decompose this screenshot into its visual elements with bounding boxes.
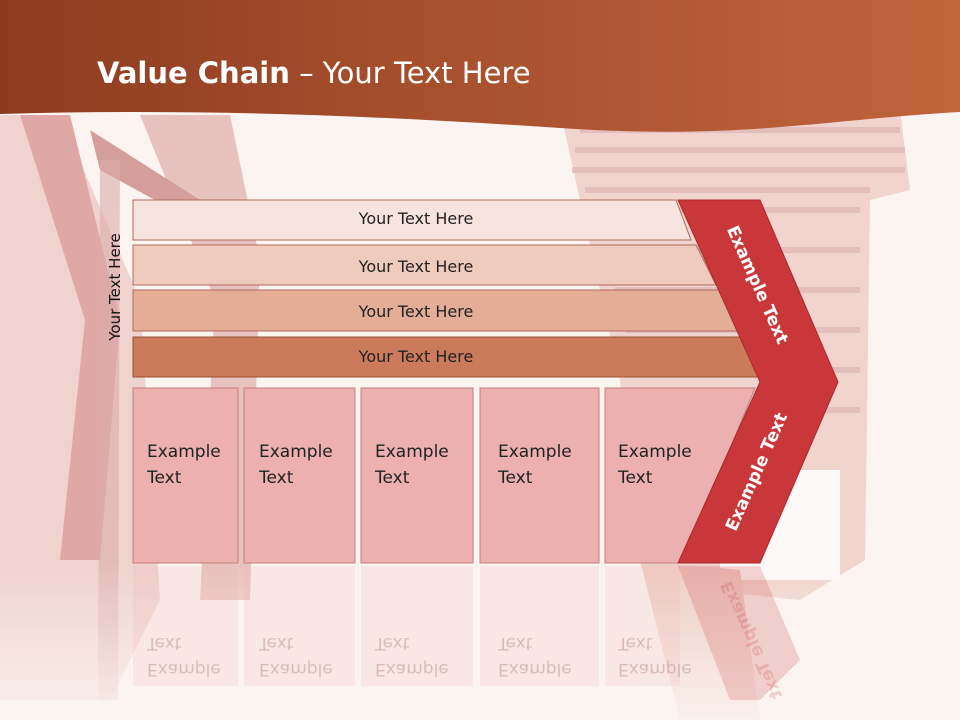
cell-label-5-line1: Example bbox=[618, 442, 692, 462]
margin-chevron[interactable] bbox=[677, 199, 839, 564]
row-label-3: Your Text Here bbox=[358, 302, 474, 321]
cell-label-2-line2: Text bbox=[259, 468, 294, 488]
cell-reflection-5: Example Text bbox=[618, 630, 713, 682]
cell-reflection-1-line2: Text bbox=[147, 633, 182, 653]
cell-shape-3[interactable] bbox=[360, 387, 474, 564]
cell-label-4-line1: Example bbox=[498, 442, 572, 462]
cell-reflection-2: Example Text bbox=[259, 630, 354, 682]
cell-reflection-4-line2: Text bbox=[498, 633, 533, 653]
row-label-1: Your Text Here bbox=[358, 209, 474, 228]
cell-shape-1[interactable] bbox=[132, 387, 239, 564]
cell-reflection-2-line2: Text bbox=[259, 633, 294, 653]
cell-label-1-line2: Text bbox=[147, 468, 182, 488]
row-label-4: Your Text Here bbox=[358, 347, 474, 366]
cell-shape-2[interactable] bbox=[243, 387, 356, 564]
cell-reflection-1: Example Text bbox=[147, 630, 242, 682]
cell-reflection-3: Example Text bbox=[375, 630, 470, 682]
cell-reflection-4-line1: Example bbox=[498, 659, 572, 679]
cell-reflection-5-line1: Example bbox=[618, 659, 692, 679]
cell-reflection-5-line2: Text bbox=[618, 633, 653, 653]
cell-label-2-line1: Example bbox=[259, 442, 333, 462]
cell-label-1-line1: Example bbox=[147, 442, 221, 462]
title-bold: Value Chain bbox=[97, 56, 290, 90]
cell-reflection-3-line2: Text bbox=[375, 633, 410, 653]
cell-reflection-1-line1: Example bbox=[147, 659, 221, 679]
cell-reflection-2-line1: Example bbox=[259, 659, 333, 679]
row-label-2: Your Text Here bbox=[358, 257, 474, 276]
cell-label-3-line1: Example bbox=[375, 442, 449, 462]
cell-label-5-line2: Text bbox=[618, 468, 653, 488]
header-band bbox=[0, 0, 960, 132]
margin-chevron-reflection bbox=[678, 566, 800, 700]
slide-title: Value Chain – Your Text Here bbox=[97, 56, 531, 90]
title-rest: – Your Text Here bbox=[289, 56, 531, 90]
cell-shape-4[interactable] bbox=[479, 387, 600, 564]
row-shape-1[interactable] bbox=[132, 199, 692, 241]
cell-label-4-line2: Text bbox=[498, 468, 533, 488]
cells-reflection bbox=[133, 566, 680, 686]
cell-label-3-line2: Text bbox=[375, 468, 410, 488]
cell-reflection-4: Example Text bbox=[498, 630, 593, 682]
cell-reflection-3-line1: Example bbox=[375, 659, 449, 679]
